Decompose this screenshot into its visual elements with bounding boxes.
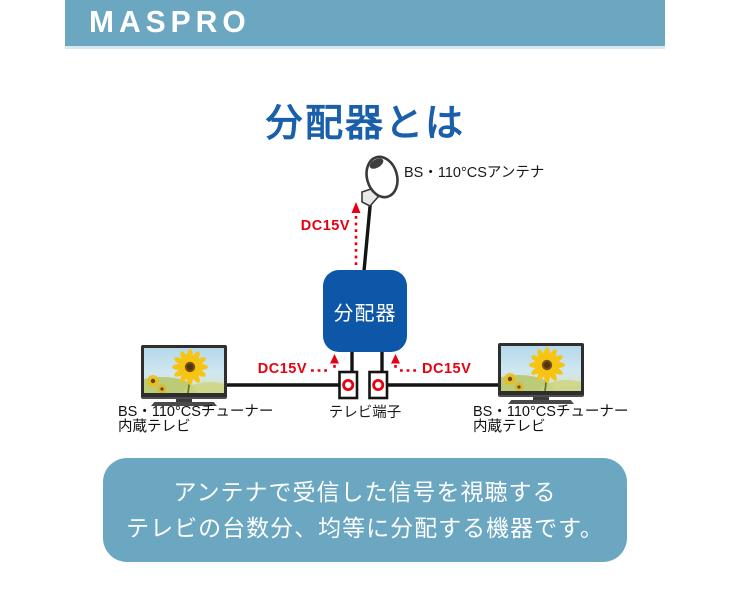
tv-left-stand-neck bbox=[176, 399, 192, 402]
splitter-node: 分配器 bbox=[323, 270, 407, 352]
dc-power-arrow-right-icon bbox=[391, 354, 419, 372]
tv-right-stand-base bbox=[508, 400, 574, 404]
splitter-diagram: BS・110°CSアンテナ DC15V DC15V DC15V 分配器 テレビ端… bbox=[0, 140, 730, 460]
tv-left-label-line2: 内蔵テレビ bbox=[118, 419, 191, 435]
dc15v-label-left: DC15V bbox=[257, 361, 307, 377]
header-bar: MASPRO bbox=[65, 0, 665, 49]
dc15v-label-top: DC15V bbox=[300, 218, 350, 234]
maspro-logo: MASPRO bbox=[89, 5, 251, 40]
tv-right-label-line2: 内蔵テレビ bbox=[473, 419, 546, 435]
diagram-wires bbox=[225, 155, 502, 400]
tv-left-label-line1: BS・110°CSチューナー bbox=[118, 404, 274, 420]
tv-left-label: BS・110°CSチューナー 内蔵テレビ bbox=[118, 405, 273, 435]
satellite-antenna-icon bbox=[361, 155, 399, 273]
description-line2: テレビの台数分、均等に分配する機器です。 bbox=[126, 515, 604, 541]
description-note: アンテナで受信した信号を視聴する テレビの台数分、均等に分配する機器です。 bbox=[103, 458, 627, 562]
tv-left-icon bbox=[141, 345, 227, 406]
description-line1: アンテナで受信した信号を視聴する bbox=[173, 479, 557, 505]
tv-terminal-left-icon bbox=[338, 370, 359, 400]
terminal-label: テレビ端子 bbox=[328, 405, 402, 421]
tv-terminal-right-icon bbox=[368, 370, 389, 400]
tv-right-label-line1: BS・110°CSチューナー bbox=[473, 404, 629, 420]
tv-right-icon bbox=[498, 343, 584, 404]
page-title: 分配器とは bbox=[264, 103, 465, 145]
tv-left-stand-base bbox=[151, 402, 217, 406]
dc-power-arrow-top-icon bbox=[351, 202, 361, 268]
dc15v-label-right: DC15V bbox=[422, 361, 472, 377]
tv-right-label: BS・110°CSチューナー 内蔵テレビ bbox=[473, 405, 628, 435]
tv-left-screen bbox=[141, 345, 227, 399]
tv-right-stand-neck bbox=[533, 397, 549, 400]
tv-right-screen bbox=[498, 343, 584, 397]
dc-power-arrow-left-icon bbox=[311, 354, 339, 372]
splitter-label: 分配器 bbox=[333, 302, 397, 325]
antenna-label: BS・110°CSアンテナ bbox=[404, 165, 545, 181]
